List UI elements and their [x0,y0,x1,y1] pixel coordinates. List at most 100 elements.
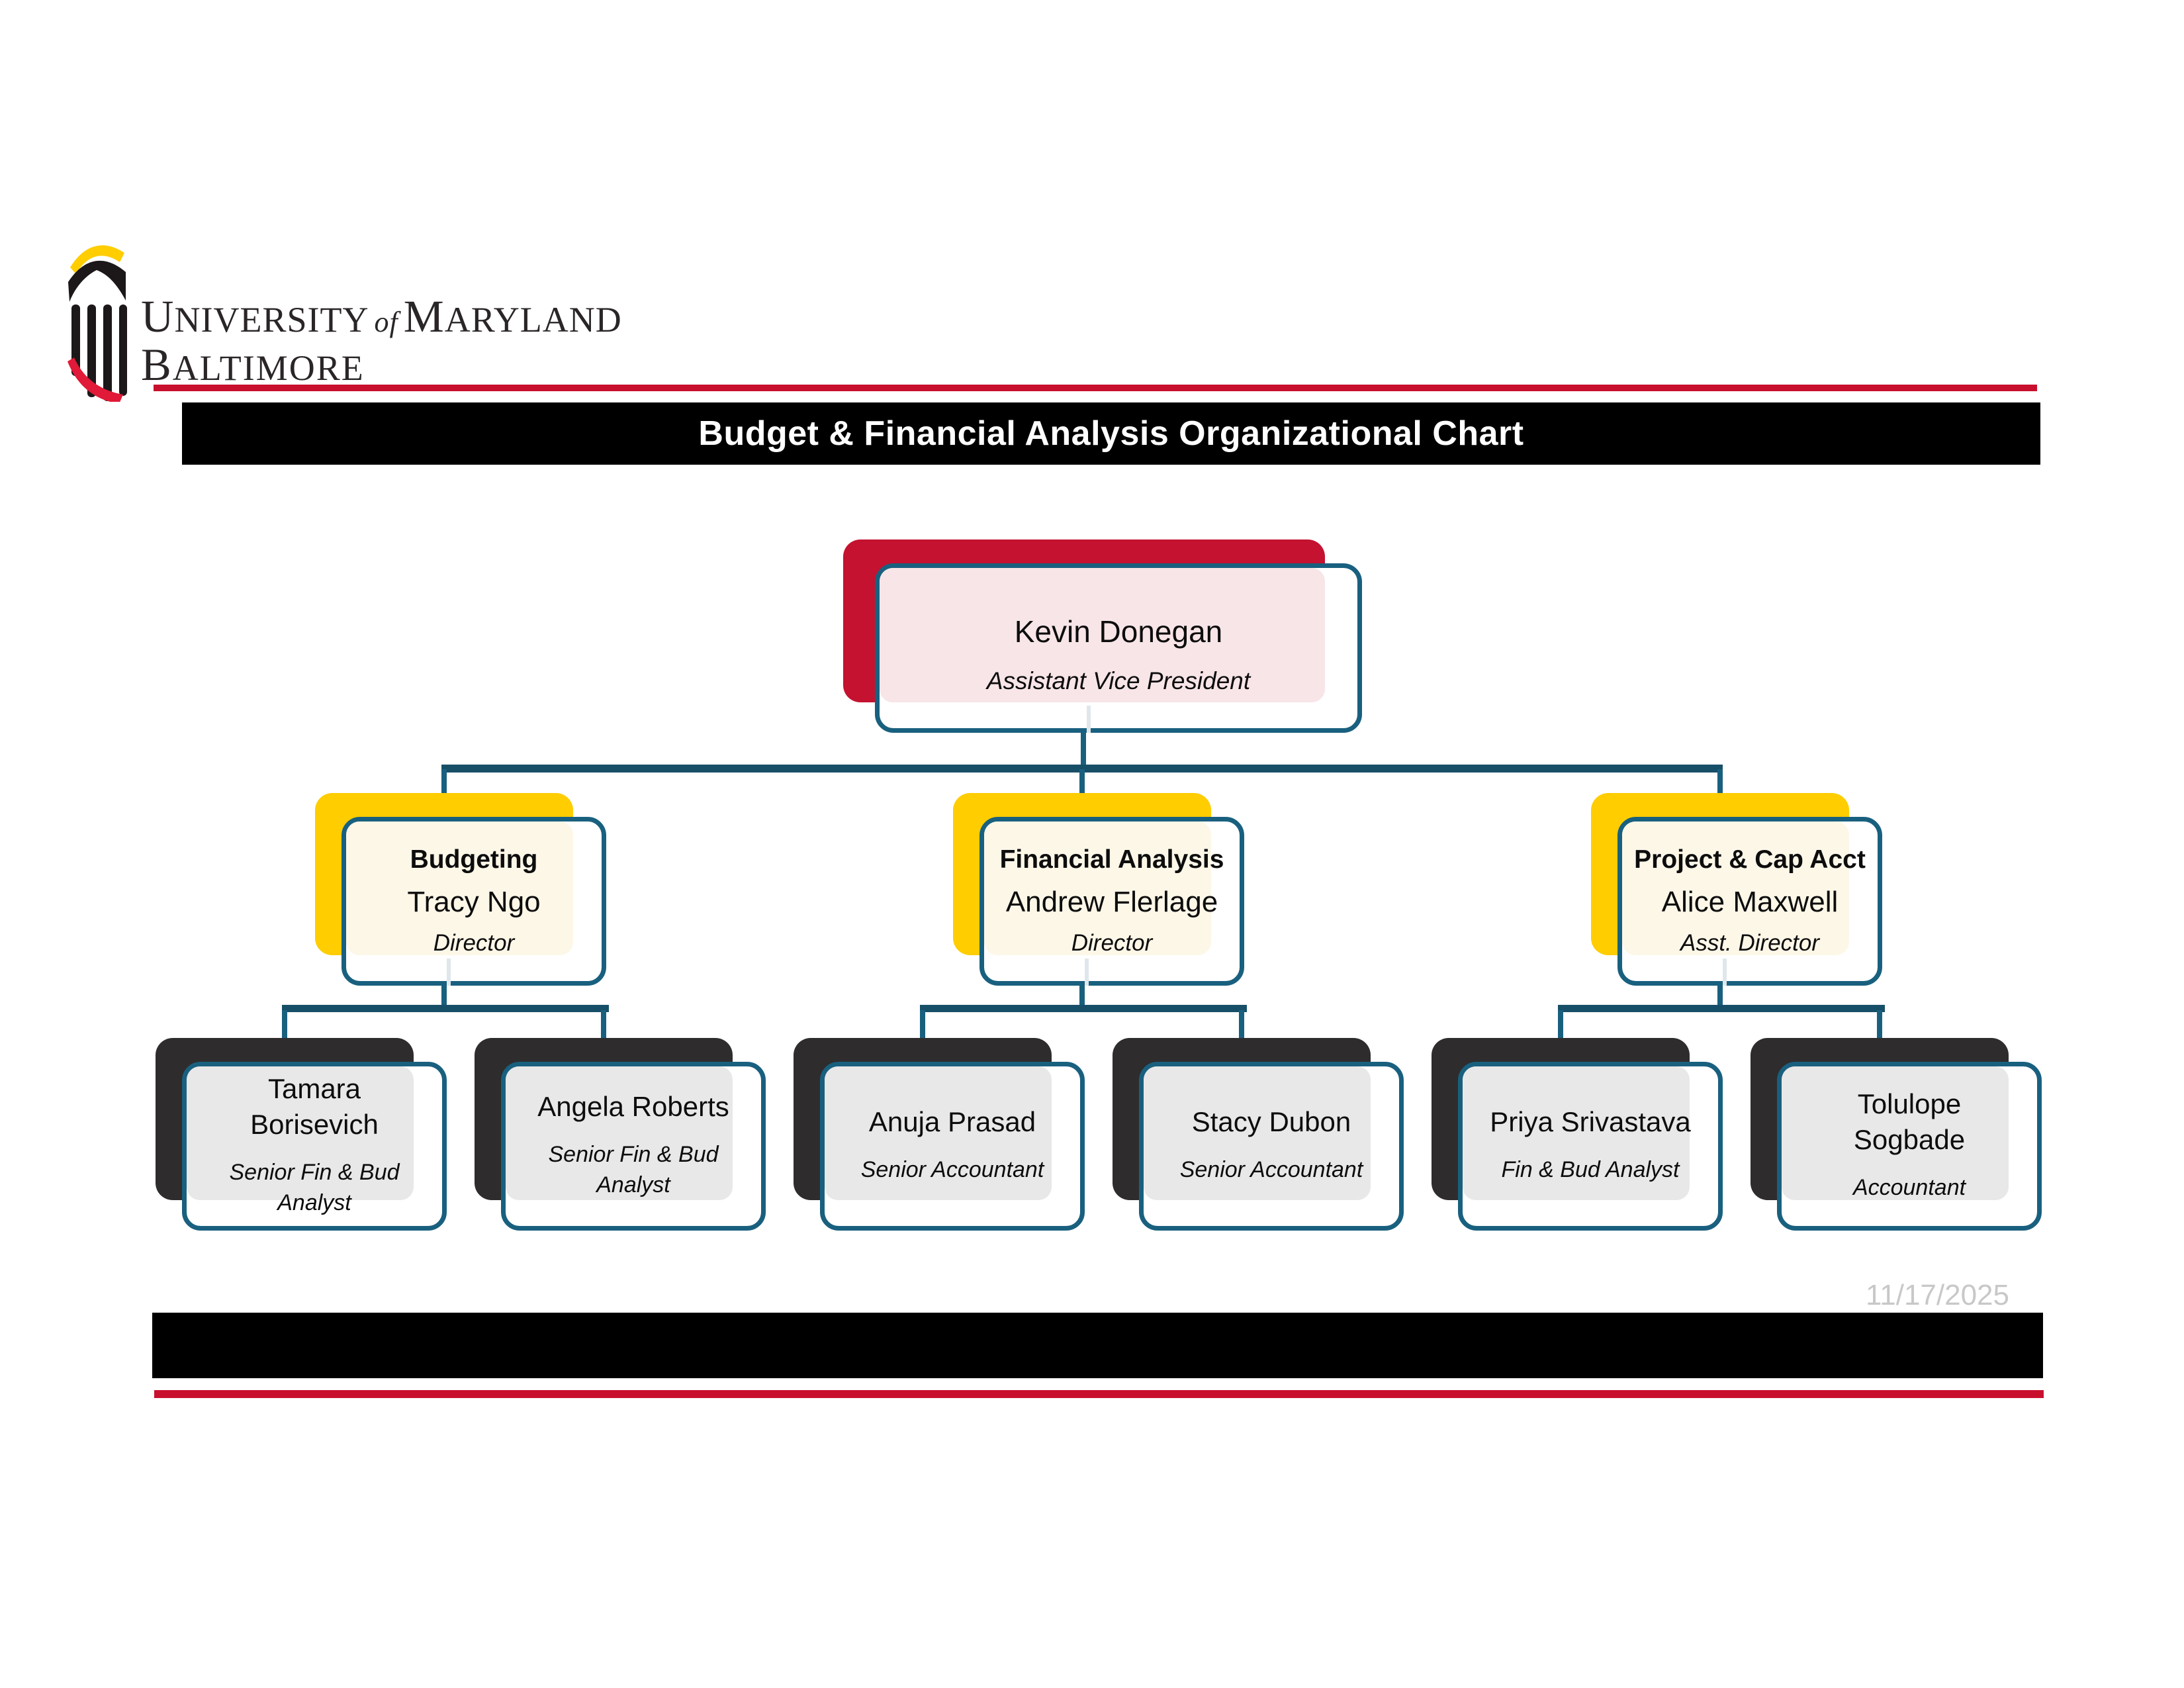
footer-black-bar [152,1313,2043,1378]
box-content: Kevin Donegan Assistant Vice President [880,568,1357,728]
date-stamp: 11/17/2025 [1866,1279,2009,1311]
bottom-red-rule [154,1390,2044,1398]
wordmark-of: of [374,306,398,338]
box-content: Tolulope Sogbade Accountant [1782,1066,2037,1226]
department-name: Budgeting [410,845,538,874]
person-title: Senior Accountant [1179,1157,1363,1182]
logo-pediment [73,273,120,301]
connector-staff3-drop [920,1010,925,1041]
box-fill [187,1066,414,1200]
box-fill [506,1066,733,1200]
logo-yellow-arc [70,245,124,274]
box-fill [825,1066,1052,1200]
org-box-staff-4: Stacy Dubon Senior Accountant [1113,1038,1404,1231]
connector-mgr2-drop [1079,769,1085,798]
box-content: Angela Roberts Senior Fin & Bud Analyst [506,1066,761,1226]
person-name: Andrew Flerlage [1005,886,1218,918]
department-name: Project & Cap Acct [1634,845,1866,874]
box-content: Project & Cap Acct Alice Maxwell Asst. D… [1622,821,1878,981]
org-box-staff-6: Tolulope Sogbade Accountant [1751,1038,2042,1231]
logo-column-bar [119,305,127,396]
connector-root-drop [1081,731,1086,769]
person-title: Director [433,930,515,956]
connector-mgr3-drop [1717,769,1723,798]
person-title: Director [1071,930,1153,956]
box-frame: Tolulope Sogbade Accountant [1777,1062,2042,1231]
wordmark-baltimore: BALTIMORE [141,340,365,390]
wordmark-line2: BALTIMORE [141,344,622,389]
box-frame: Budgeting Tracy Ngo Director [341,817,606,986]
umb-column-logo-icon [68,245,127,402]
org-box-budgeting-director: Budgeting Tracy Ngo Director [315,793,606,986]
box-frame: Kevin Donegan Assistant Vice President [875,563,1362,733]
box-frame: Anuja Prasad Senior Accountant [820,1062,1085,1231]
connector-ghost [1087,706,1091,733]
person-name: Priya Srivastava [1490,1106,1691,1137]
page-title: Budget & Financial Analysis Organization… [698,414,1524,453]
person-name: Tolulope Sogbade [1853,1088,1966,1155]
connector-level2-bus-2 [920,1005,1247,1012]
connector-ghost [1723,959,1727,986]
org-box-project-cap-acct-director: Project & Cap Acct Alice Maxwell Asst. D… [1591,793,1882,986]
person-title: Fin & Bud Analyst [1501,1157,1680,1182]
box-frame: Angela Roberts Senior Fin & Bud Analyst [501,1062,766,1231]
box-content: Tamara Borisevich Senior Fin & Bud Analy… [187,1066,442,1226]
box-fill [1463,1066,1690,1200]
connector-staff4-drop [1239,1010,1244,1041]
box-fill [880,568,1325,702]
box-content: Stacy Dubon Senior Accountant [1144,1066,1399,1226]
person-name: Alice Maxwell [1661,886,1839,918]
connector-ghost [447,959,451,986]
person-title: Asst. Director [1680,930,1820,956]
box-fill [1622,821,1849,955]
person-title: Senior Accountant [860,1157,1044,1182]
person-name: Angela Roberts [537,1091,729,1122]
wordmark-maryland: MARYLAND [403,291,622,342]
box-fill [1144,1066,1371,1200]
box-frame: Project & Cap Acct Alice Maxwell Asst. D… [1617,817,1882,986]
person-name: Kevin Donegan [1014,614,1223,649]
box-frame: Stacy Dubon Senior Accountant [1139,1062,1404,1231]
box-fill [346,821,573,955]
connector-level2-bus-1 [282,1005,609,1012]
box-fill [1782,1066,2009,1200]
connector-ghost [1085,959,1089,986]
connector-mgr1-down [441,984,447,1008]
logo-column-bar [103,305,112,401]
person-name: Tamara Borisevich [250,1073,379,1140]
person-title: Accountant [1852,1175,1966,1200]
person-name: Tracy Ngo [407,886,541,918]
org-box-staff-5: Priya Srivastava Fin & Bud Analyst [1432,1038,1723,1231]
logo-red-arc [68,357,123,402]
person-title: Senior Fin & Bud Analyst [548,1142,719,1197]
box-content: Financial Analysis Andrew Flerlage Direc… [984,821,1240,981]
department-name: Financial Analysis [999,845,1224,874]
connector-staff6-drop [1877,1010,1882,1041]
person-title: Senior Fin & Bud Analyst [229,1160,400,1215]
box-frame: Tamara Borisevich Senior Fin & Bud Analy… [182,1062,447,1231]
wordmark-university: UNIVERSITY [141,291,369,342]
logo-column-bar [87,305,96,397]
connector-level2-bus-3 [1558,1005,1885,1012]
org-box-staff-3: Anuja Prasad Senior Accountant [794,1038,1085,1231]
org-box-staff-1: Tamara Borisevich Senior Fin & Bud Analy… [156,1038,447,1231]
box-frame: Priya Srivastava Fin & Bud Analyst [1458,1062,1723,1231]
connector-mgr2-down [1079,984,1085,1008]
connector-staff2-drop [601,1010,606,1041]
org-box-staff-2: Angela Roberts Senior Fin & Bud Analyst [475,1038,766,1231]
org-box-assistant-vice-president: Kevin Donegan Assistant Vice President [843,539,1362,733]
box-fill [984,821,1211,955]
title-bar: Budget & Financial Analysis Organization… [182,402,2040,465]
person-name: Anuja Prasad [868,1106,1036,1137]
top-red-rule [154,385,2037,391]
box-content: Priya Srivastava Fin & Bud Analyst [1463,1066,1718,1226]
connector-mgr3-down [1717,984,1723,1008]
box-content: Anuja Prasad Senior Accountant [825,1066,1080,1226]
connector-level1-bus [441,765,1723,773]
org-box-financial-analysis-director: Financial Analysis Andrew Flerlage Direc… [953,793,1244,986]
logo-black-arc [68,260,126,302]
box-frame: Financial Analysis Andrew Flerlage Direc… [979,817,1244,986]
